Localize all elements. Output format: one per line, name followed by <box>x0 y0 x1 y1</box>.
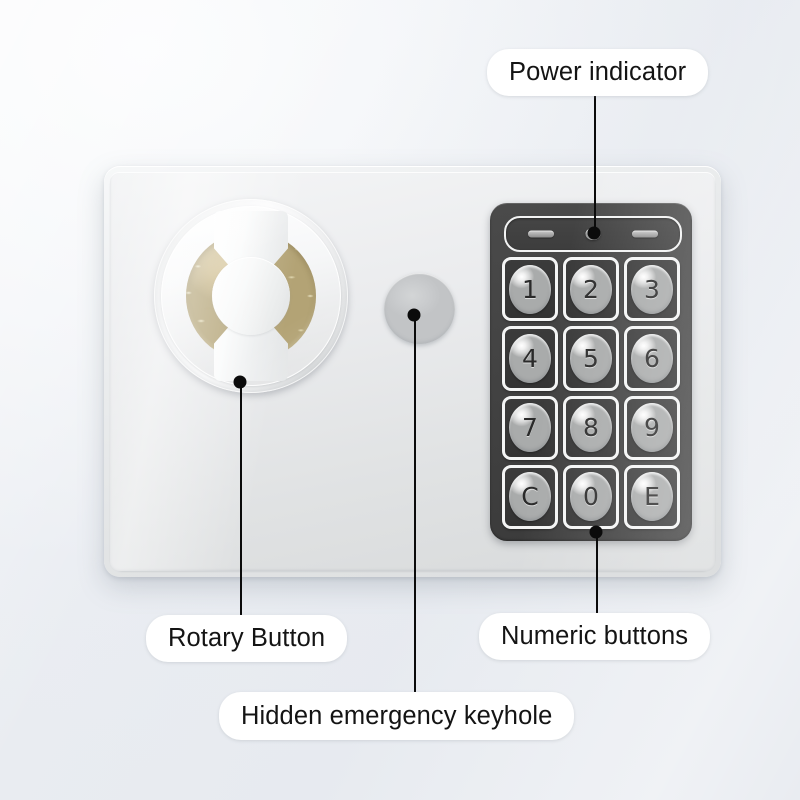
dial-outer-ring <box>161 206 341 386</box>
callout-label-rotary-button: Rotary Button <box>146 615 348 662</box>
key-label: 5 <box>570 333 612 383</box>
callout-dot-power <box>587 226 601 240</box>
callout-dot-keyhole <box>407 308 421 322</box>
numeric-keypad: 1 2 3 4 5 6 7 8 9 C 0 E <box>490 203 692 541</box>
key-label: 9 <box>631 403 673 453</box>
key-9[interactable]: 9 <box>624 395 680 460</box>
key-enter[interactable]: E <box>624 464 680 529</box>
key-0[interactable]: 0 <box>563 464 619 529</box>
key-2[interactable]: 2 <box>563 257 619 322</box>
key-label: 8 <box>570 403 612 453</box>
key-label: 7 <box>509 403 551 453</box>
leader-line-rotary <box>240 382 242 615</box>
callout-dot-numeric <box>589 525 603 539</box>
indicator-pill-right <box>632 230 658 238</box>
key-5[interactable]: 5 <box>563 326 619 391</box>
key-label: E <box>631 472 673 522</box>
key-3[interactable]: 3 <box>624 257 680 322</box>
key-label: 4 <box>509 333 551 383</box>
key-label: C <box>509 472 551 522</box>
indicator-pill-left <box>528 230 554 238</box>
key-label: 6 <box>631 333 673 383</box>
callout-label-power-indicator: Power indicator <box>487 49 709 96</box>
key-6[interactable]: 6 <box>624 326 680 391</box>
key-7[interactable]: 7 <box>502 395 558 460</box>
leader-line-keyhole <box>414 315 416 692</box>
callout-label-numeric-buttons: Numeric buttons <box>479 613 711 660</box>
rotary-dial[interactable] <box>154 199 348 393</box>
leader-line-power <box>594 96 596 233</box>
key-clear[interactable]: C <box>502 464 558 529</box>
dial-knob-center[interactable] <box>212 257 290 335</box>
key-label: 3 <box>631 264 673 314</box>
callout-dot-rotary <box>233 375 247 389</box>
key-4[interactable]: 4 <box>502 326 558 391</box>
door-face: 1 2 3 4 5 6 7 8 9 C 0 E <box>110 172 715 571</box>
key-label: 1 <box>509 264 551 314</box>
key-label: 0 <box>570 472 612 522</box>
key-label: 2 <box>570 264 612 314</box>
keypad-grid: 1 2 3 4 5 6 7 8 9 C 0 E <box>502 257 680 529</box>
leader-line-numeric <box>596 532 598 613</box>
callout-label-hidden-keyhole: Hidden emergency keyhole <box>219 692 575 740</box>
key-1[interactable]: 1 <box>502 257 558 322</box>
key-8[interactable]: 8 <box>563 395 619 460</box>
safe-door-panel: 1 2 3 4 5 6 7 8 9 C 0 E <box>104 166 721 577</box>
hidden-keyhole-cover[interactable] <box>384 273 455 344</box>
